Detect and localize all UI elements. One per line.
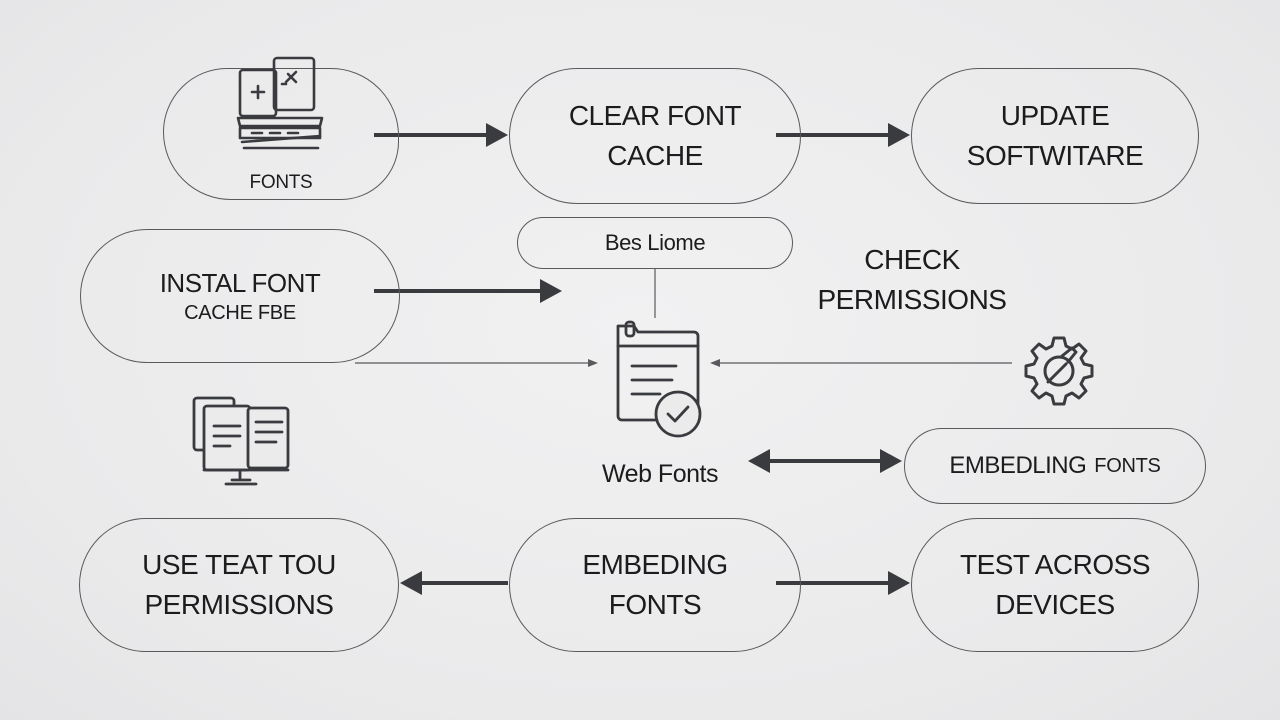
label-web-fonts: Web Fonts (602, 460, 718, 488)
connector-left-to-document (355, 359, 598, 367)
label-check-permissions: CHECK PERMISSIONS (812, 240, 1012, 320)
label-check-permissions-line2: PERMISSIONS (817, 284, 1007, 315)
gear-wrench-icon[interactable] (1018, 330, 1100, 412)
node-use-teat-line2: PERMISSIONS (144, 589, 334, 620)
node-install-font-line1: INSTAL FONT (159, 268, 321, 298)
node-clear-font-cache-line2: CACHE (607, 140, 703, 171)
node-embeding-fonts[interactable]: EMBEDING FONTS (509, 518, 801, 652)
arrow-embeding-to-use-teat (400, 571, 508, 595)
node-embedling-fonts-main: EMBEDLING (949, 452, 1087, 479)
node-fonts-label: FONTS (249, 172, 313, 193)
double-arrow-web-fonts-embedling (748, 449, 902, 473)
node-fonts[interactable]: FONTS (163, 68, 399, 200)
connector-right-to-document (710, 359, 1012, 367)
node-test-across-line2: DEVICES (995, 589, 1115, 620)
node-install-font-line2: CACHE FBE (184, 302, 296, 324)
node-test-across-line1: TEST ACROSS (959, 549, 1151, 580)
node-bes-liome-label: Bes Liome (604, 230, 706, 255)
node-embeding-fonts-line1: EMBEDING (582, 549, 728, 580)
monitor-documents-icon[interactable] (190, 392, 294, 490)
node-clear-font-cache[interactable]: CLEAR FONT CACHE (509, 68, 801, 204)
arrow-install-to-center (374, 279, 562, 303)
node-use-teat-line1: USE TEAT TOU (142, 549, 336, 580)
font-window-stack-icon (236, 56, 324, 150)
node-use-teat-permissions[interactable]: USE TEAT TOU PERMISSIONS (79, 518, 399, 652)
node-install-font[interactable]: INSTAL FONT CACHE FBE (80, 229, 400, 363)
node-update-software-line1: UPDATE (1000, 100, 1110, 131)
node-embeding-fonts-line2: FONTS (608, 589, 702, 620)
node-test-across-devices[interactable]: TEST ACROSS DEVICES (911, 518, 1199, 652)
label-check-permissions-line1: CHECK (864, 244, 960, 275)
node-update-software[interactable]: UPDATE SOFTWITARE (911, 68, 1199, 204)
document-checkmark-icon[interactable] (610, 320, 710, 442)
node-embedling-fonts-small: FONTS (1094, 454, 1161, 477)
node-embedling-fonts[interactable]: EMBEDLING FONTS (904, 428, 1206, 504)
node-update-software-line2: SOFTWITARE (966, 140, 1144, 171)
node-clear-font-cache-line1: CLEAR FONT (568, 100, 742, 131)
node-bes-liome[interactable]: Bes Liome (517, 217, 793, 269)
